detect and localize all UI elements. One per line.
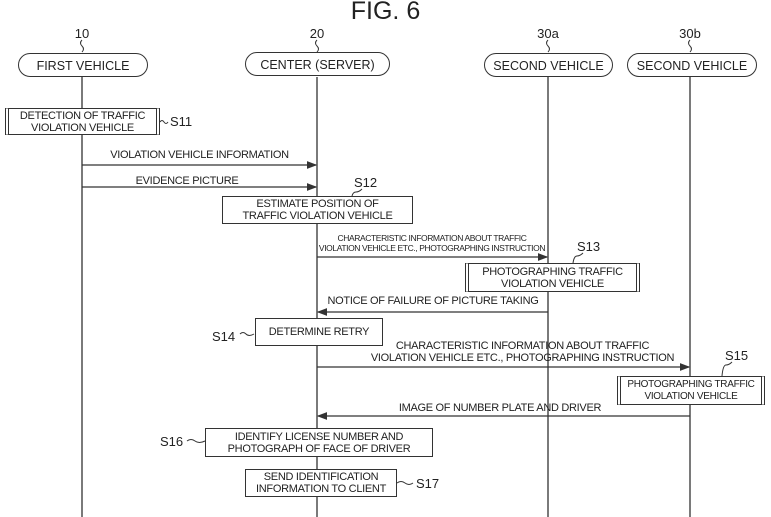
actor-center-server: CENTER (SERVER)	[245, 52, 390, 76]
step-s14-line1: DETERMINE RETRY	[268, 326, 370, 338]
message-m6: IMAGE OF NUMBER PLATE AND DRIVER	[398, 402, 602, 414]
message-m5-line2: VIOLATION VEHICLE ETC., PHOTOGRAPHING IN…	[370, 352, 675, 364]
step-s12-line1: ESTIMATE POSITION OF	[256, 198, 379, 210]
actor-ref-center: 20	[309, 26, 325, 41]
step-s17-line2: INFORMATION TO CLIENT	[256, 483, 386, 495]
step-s16-line1: IDENTIFY LICENSE NUMBER AND	[234, 430, 404, 443]
step-s16-label: S16	[160, 434, 184, 449]
message-m2: EVIDENCE PICTURE	[135, 175, 239, 187]
step-s12-label: S12	[354, 175, 378, 190]
actor-second-vehicle-a: SECOND VEHICLE	[484, 53, 613, 77]
step-s15-line1: PHOTOGRAPHING TRAFFIC	[627, 378, 755, 390]
message-m4: NOTICE OF FAILURE OF PICTURE TAKING	[327, 295, 539, 307]
step-s13-line1: PHOTOGRAPHING TRAFFIC	[482, 265, 623, 278]
step-s15-label: S15	[725, 348, 749, 363]
step-s14-label: S14	[212, 329, 236, 344]
message-m5-line1: CHARACTERISTIC INFORMATION ABOUT TRAFFIC	[395, 340, 650, 352]
step-s17-label: S17	[416, 476, 440, 491]
step-s16-line2: PHOTOGRAPH OF FACE OF DRIVER	[227, 442, 411, 455]
step-s11-label: S11	[170, 114, 193, 129]
step-s11-line2: VIOLATION VEHICLE	[31, 121, 134, 134]
figure-title: FIG. 6	[350, 0, 421, 25]
step-s17-line1: SEND IDENTIFICATION	[263, 471, 379, 483]
step-s15-line2: VIOLATION VEHICLE	[644, 390, 738, 402]
actor-first-vehicle: FIRST VEHICLE	[18, 53, 148, 77]
step-s12-line2: TRAFFIC VIOLATION VEHICLE	[242, 210, 393, 222]
message-m3-line2: VIOLATION VEHICLE ETC., PHOTOGRAPHING IN…	[318, 243, 546, 253]
message-m3-line1: CHARACTERISTIC INFORMATION ABOUT TRAFFIC	[337, 233, 527, 243]
step-s14-box: DETERMINE RETRY	[255, 318, 383, 346]
message-m3: CHARACTERISTIC INFORMATION ABOUT TRAFFIC…	[318, 233, 546, 253]
step-s11-line1: DETECTION OF TRAFFIC	[19, 109, 146, 122]
message-m1: VIOLATION VEHICLE INFORMATION	[110, 149, 289, 161]
step-s13-line2: VIOLATION VEHICLE	[501, 277, 604, 290]
message-m5: CHARACTERISTIC INFORMATION ABOUT TRAFFIC…	[355, 340, 690, 364]
actor-second-vehicle-b: SECOND VEHICLE	[627, 53, 757, 77]
actor-ref-second-vehicle-a: 30a	[537, 26, 559, 41]
step-s13-label: S13	[577, 239, 601, 254]
actor-ref-first-vehicle: 10	[74, 26, 90, 41]
actor-ref-second-vehicle-b: 30b	[679, 26, 701, 41]
